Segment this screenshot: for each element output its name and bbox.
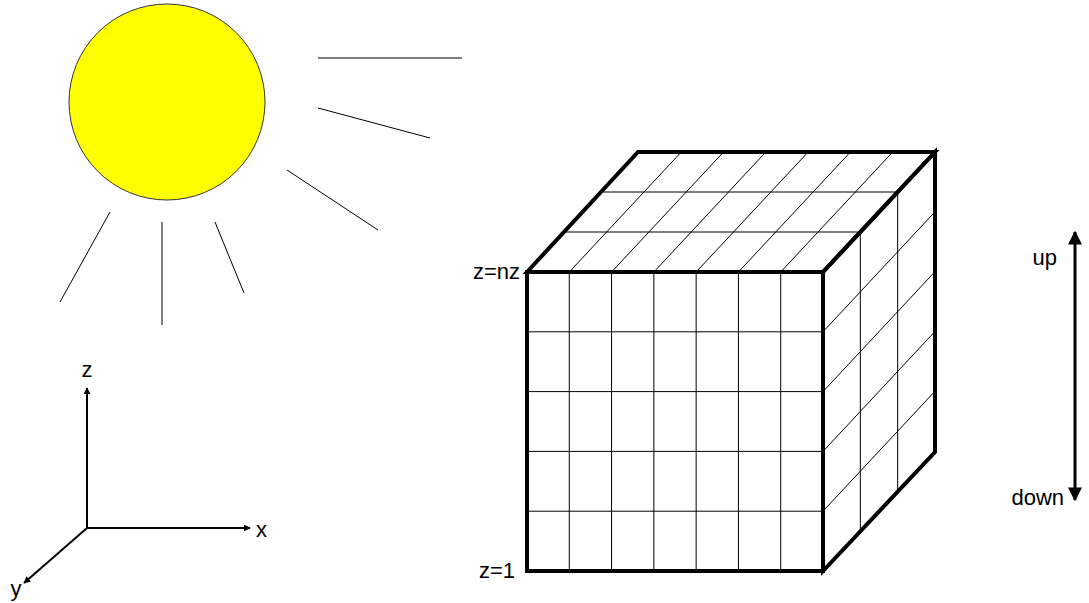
layer-label: z=nz [473, 261, 520, 283]
axis-label: x [256, 519, 267, 541]
direction-label: up [1033, 247, 1057, 269]
grid-line [569, 272, 570, 571]
grid-line [612, 152, 724, 272]
grid-line [527, 391, 823, 392]
grid-line [860, 232, 861, 531]
grid-line [602, 192, 898, 193]
layer-label: z=1 [479, 560, 515, 582]
axis-label: z [82, 359, 93, 381]
grid-line [823, 272, 935, 392]
axes [24, 388, 250, 583]
grid-line [696, 152, 808, 272]
grid-line [897, 192, 898, 491]
grid-line [823, 331, 935, 451]
grid-line [823, 212, 935, 332]
grid-line [738, 272, 739, 571]
grid-line [527, 331, 823, 332]
grid-line [569, 152, 681, 272]
grid-line [653, 272, 654, 571]
grid-line [738, 152, 850, 272]
grid-line [527, 451, 823, 452]
cube-grid [527, 152, 935, 571]
up-down-arrow [1074, 232, 1077, 500]
cube [527, 152, 935, 571]
grid-line [781, 152, 893, 272]
grid-line [654, 152, 766, 272]
grid-line [611, 272, 612, 571]
grid-line [780, 272, 781, 571]
grid-line [527, 511, 823, 512]
direction-label: down [1011, 487, 1064, 509]
grid-line [823, 391, 935, 511]
sun [60, 4, 462, 325]
grid-line [564, 232, 860, 233]
axis-label: y [11, 578, 22, 600]
grid-line [696, 272, 697, 571]
